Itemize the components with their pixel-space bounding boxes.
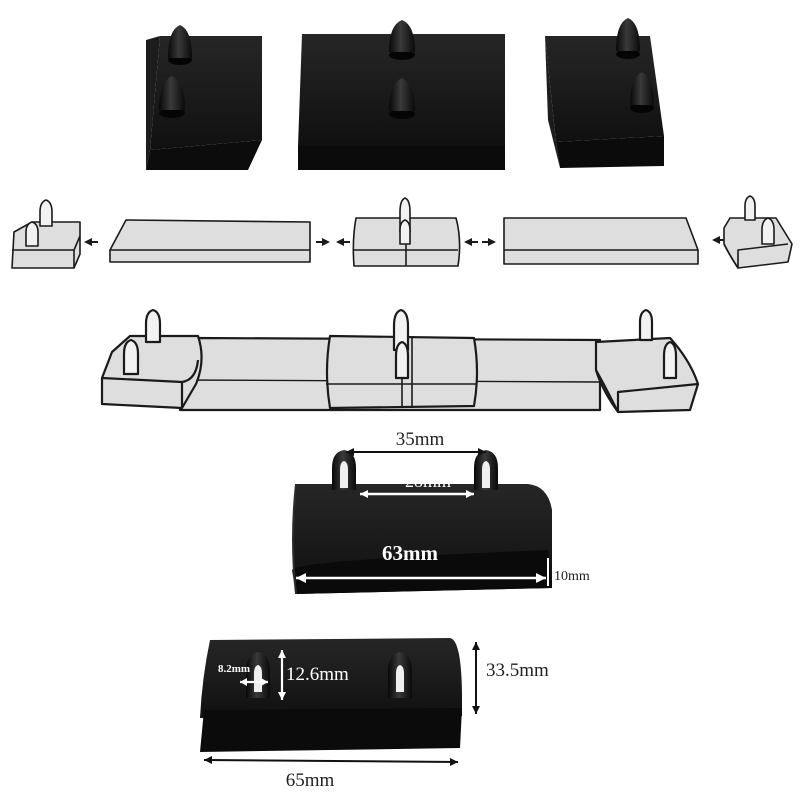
end-cap-right: [723, 195, 793, 269]
dimension-line: [240, 650, 286, 700]
pin-icon: [474, 450, 498, 490]
dimension-label-28: 28mm: [405, 471, 451, 491]
dimension-line: [472, 642, 480, 714]
dimension-label-8-2: 8.2mm: [218, 663, 250, 675]
dimension-photo-top: 35mm 28mm 63mm 10mm: [292, 429, 590, 595]
end-cap-left: [11, 199, 81, 269]
dimension-label-65: 65mm: [286, 770, 335, 791]
assembly-exploded: [11, 195, 793, 269]
dimension-line: [296, 558, 549, 586]
pin-icon: [39, 199, 53, 227]
pin-icon: [394, 340, 410, 380]
pin-icon: [616, 18, 640, 59]
center-connector: [325, 308, 479, 410]
pin-icon: [662, 340, 678, 380]
dimension-line: [360, 490, 474, 498]
dimension-label-35: 35mm: [396, 429, 445, 450]
holder-photo-center: [298, 20, 505, 170]
pin-icon: [389, 78, 415, 119]
arrow-icon: [336, 238, 350, 246]
pin-icon: [159, 76, 185, 118]
arrow-icon: [482, 238, 496, 246]
dimension-label-10: 10mm: [554, 569, 590, 584]
pin-icon: [761, 217, 775, 245]
assembly-combined: [100, 308, 700, 414]
pin-icon: [638, 308, 654, 342]
dimension-line: [203, 756, 459, 766]
end-cap-right: [594, 308, 700, 414]
pin-icon: [246, 652, 270, 698]
holder-photo-left: [146, 25, 262, 170]
dimension-line: [346, 448, 486, 456]
pin-icon: [744, 195, 756, 221]
holder-photo-right: [545, 18, 664, 168]
arrow-icon: [712, 236, 726, 244]
slat-right: [503, 217, 699, 265]
pin-icon: [144, 308, 162, 344]
dimension-label-63: 63mm: [382, 541, 438, 565]
pin-icon: [630, 72, 654, 113]
arrow-icon: [464, 238, 478, 246]
pin-icon: [388, 652, 412, 698]
arrow-icon: [316, 238, 330, 246]
slat-left: [109, 219, 311, 263]
dimension-label-33-5: 33.5mm: [486, 660, 549, 681]
dimension-label-12-6: 12.6mm: [286, 664, 349, 685]
pin-icon: [392, 308, 410, 352]
pin-icon: [25, 221, 39, 247]
center-connector: [352, 197, 461, 267]
pin-icon: [399, 219, 411, 245]
pin-icon: [389, 20, 415, 60]
arrow-icon: [84, 238, 98, 246]
pin-icon: [122, 338, 140, 376]
pin-icon: [168, 25, 192, 65]
pin-icon: [332, 450, 356, 490]
dimension-photo-bottom: 8.2mm 12.6mm 33.5mm 65mm: [200, 638, 549, 791]
end-cap-left: [100, 308, 203, 410]
